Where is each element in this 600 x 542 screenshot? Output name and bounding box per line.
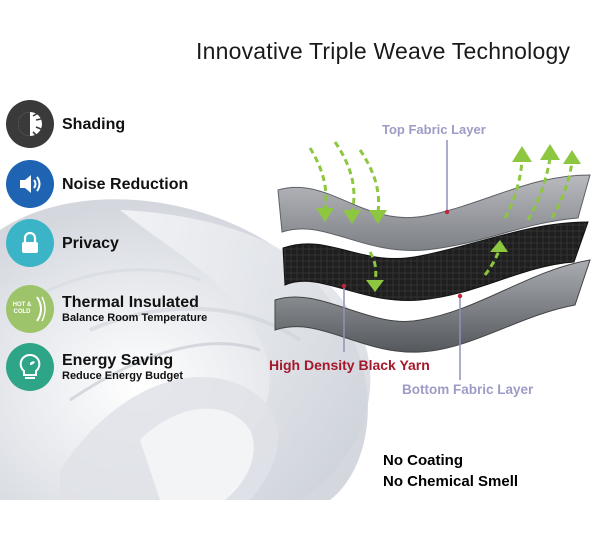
feature-privacy: Privacy <box>6 219 119 267</box>
label-pointers <box>343 140 461 380</box>
bottom-fabric-layer <box>274 259 591 353</box>
black-yarn-layer-label: High Density Black Yarn <box>269 357 430 373</box>
feature-subtitle: Balance Room Temperature <box>62 312 208 324</box>
lock-icon <box>6 219 54 267</box>
middle-layer-marker <box>341 283 347 289</box>
sun-shade-icon <box>6 100 54 148</box>
note-no-coating: No Coating <box>383 452 463 469</box>
note-no-chemical-smell: No Chemical Smell <box>383 473 519 490</box>
speaker-icon <box>6 160 54 208</box>
feature-subtitle: Reduce Energy Budget <box>62 370 184 382</box>
feature-name: Shading <box>62 115 126 133</box>
feature-shading: Shading <box>6 100 125 148</box>
feature-thermal-insulated: HOT & COLD Thermal Insulated Balance Roo… <box>6 285 207 333</box>
bottom-layer-marker <box>457 293 463 299</box>
airflow-up-arrows <box>483 157 574 276</box>
feature-name: Energy Saving <box>62 352 174 369</box>
black-yarn-layer <box>282 221 589 301</box>
bottom-fabric-layer-label: Bottom Fabric Layer <box>402 382 534 397</box>
feature-name: Thermal Insulated <box>62 294 199 311</box>
top-fabric-layer-label: Top Fabric Layer <box>382 122 486 137</box>
feature-energy-saving: Energy Saving Reduce Energy Budget <box>6 343 183 391</box>
airflow-down-arrows <box>308 141 381 283</box>
feature-noise-reduction: Noise Reduction <box>6 160 188 208</box>
feature-name: Privacy <box>62 234 119 252</box>
hot-cold-icon: HOT & COLD <box>6 285 54 333</box>
bulb-icon <box>6 343 54 391</box>
notes: No Coating No Chemical Smell <box>383 450 518 492</box>
feature-name: Noise Reduction <box>62 175 189 193</box>
page-title: Innovative Triple Weave Technology <box>196 38 571 64</box>
top-layer-marker <box>444 209 450 215</box>
